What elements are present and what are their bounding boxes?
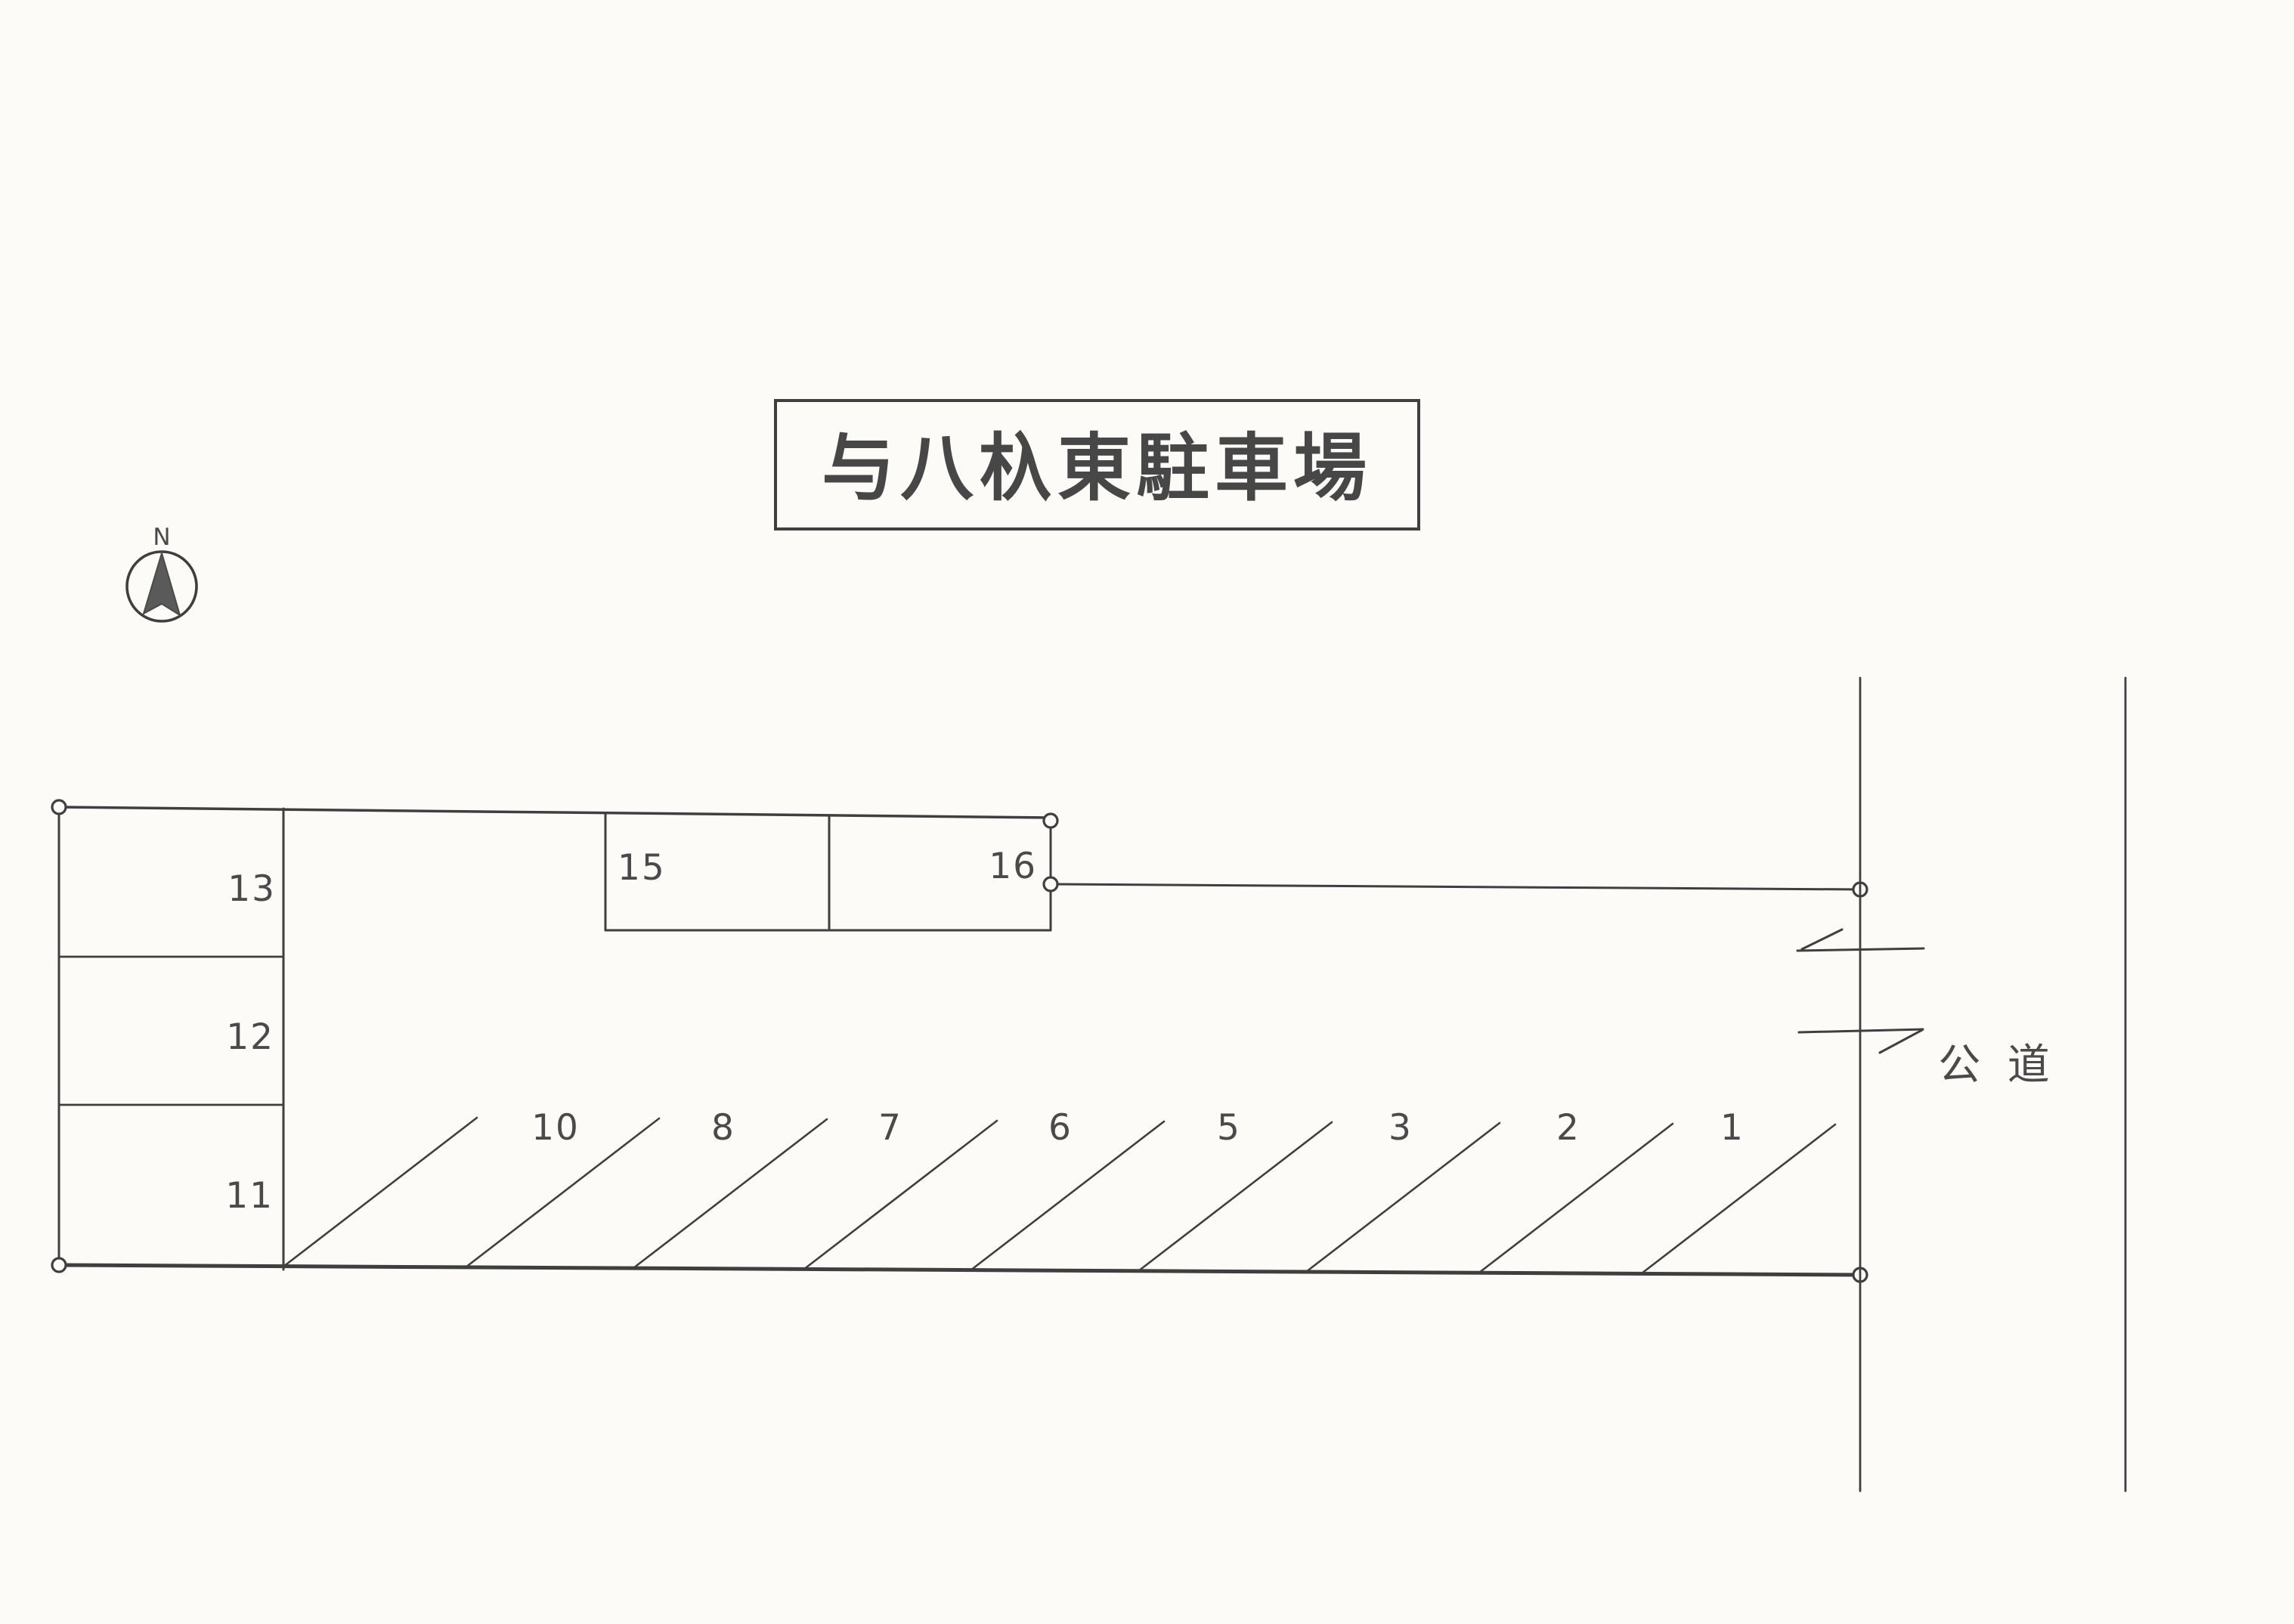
boundary-east-line (1049, 883, 1862, 891)
stall-diagonal-line-4 (802, 1119, 998, 1271)
entry-arrow-icon (1796, 928, 1925, 952)
stall-label-6: 6 (1048, 1107, 1073, 1149)
compass-n-label: N (153, 524, 170, 551)
title-box (774, 399, 1420, 531)
stall-diagonal-line-1 (282, 1116, 478, 1268)
page-title: 与八杁東駐車場 (822, 427, 1372, 509)
left-stall-column: 13 12 11 (57, 807, 285, 1271)
stall-diagonal-line-5 (969, 1120, 1166, 1272)
survey-marker-icon (1042, 876, 1059, 892)
stall-label-13: 13 (228, 868, 276, 910)
stall-diagonal-line-2 (464, 1117, 661, 1269)
stall-label-7: 7 (878, 1107, 902, 1149)
stall-label-10: 10 (531, 1107, 580, 1149)
boundary-top-line (57, 806, 1052, 819)
north-compass: N (125, 524, 198, 623)
angled-stall-row: 10 8 7 6 5 3 2 1 (282, 1107, 1837, 1275)
stall-diagonal-line-3 (632, 1118, 828, 1270)
title-block: 与八杁東駐車場 (774, 399, 1420, 531)
stall-label-12: 12 (226, 1016, 274, 1058)
stall-label-16: 16 (989, 846, 1037, 887)
stall-diagonal-line-6 (1137, 1121, 1333, 1273)
stall-diagonal-line-8 (1478, 1122, 1674, 1274)
boundary-bottom-line (57, 1263, 1862, 1277)
stall-label-2: 2 (1556, 1107, 1580, 1149)
survey-marker-icon (51, 799, 67, 815)
survey-markers (51, 799, 1868, 1283)
stall-diagonal-line-9 (1640, 1123, 1837, 1275)
exit-arrow-icon (1797, 1028, 1924, 1054)
north-arrow-icon (142, 550, 181, 617)
stall-label-15: 15 (618, 847, 666, 889)
top-stall-row: 15 16 (604, 812, 1052, 932)
stall-diagonal-line-7 (1305, 1121, 1501, 1273)
stall-label-8: 8 (711, 1107, 735, 1149)
stall-label-1: 1 (1720, 1107, 1744, 1149)
road-label: 公 道 (1938, 1041, 2057, 1088)
stall-label-11: 11 (225, 1175, 274, 1217)
stall-label-5: 5 (1217, 1107, 1241, 1149)
stall-label-3: 3 (1388, 1107, 1413, 1149)
survey-marker-icon (1042, 812, 1059, 829)
survey-marker-icon (51, 1257, 67, 1273)
lot-boundary (57, 806, 1862, 1277)
public-road: 公 道 (1796, 676, 2127, 1493)
